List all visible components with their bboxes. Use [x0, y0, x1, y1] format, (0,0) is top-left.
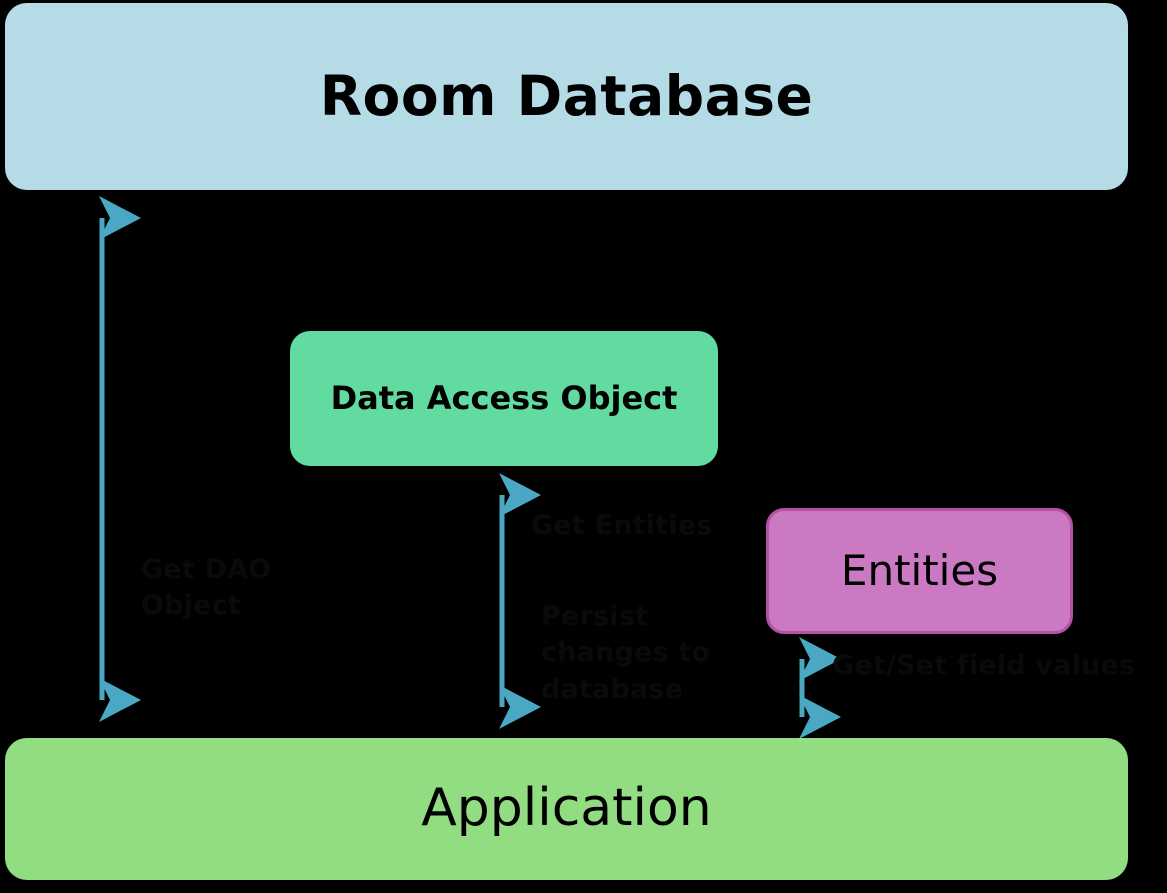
- node-entities[interactable]: Entities: [766, 508, 1073, 634]
- node-data-access-object[interactable]: Data Access Object: [290, 331, 718, 466]
- node-room-database[interactable]: Room Database: [5, 3, 1128, 190]
- edge-label-persist-changes-to-database: Persist changes to database: [541, 601, 711, 705]
- node-application[interactable]: Application: [5, 738, 1128, 880]
- edge-label-get-dao-object: Get DAO Object: [141, 554, 272, 622]
- edge-label-get-entities: Get Entities: [531, 510, 713, 541]
- edge-label-get-set-field-values: Get/Set field values: [832, 650, 1136, 681]
